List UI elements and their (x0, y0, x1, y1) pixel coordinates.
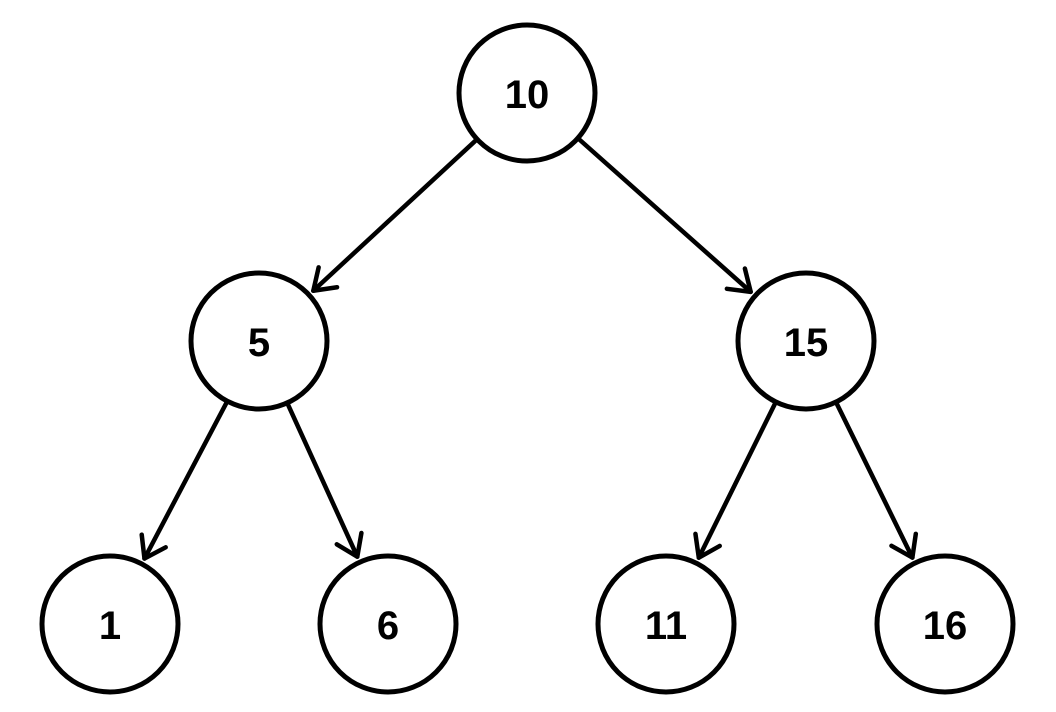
tree-node-15: 15 (735, 270, 877, 412)
node-circle (595, 553, 737, 695)
tree-node-1: 1 (39, 553, 181, 695)
node-label: 15 (784, 321, 829, 365)
node-circle (188, 270, 330, 412)
node-circle (317, 553, 459, 695)
node-circle (39, 553, 181, 695)
edge-line (142, 400, 229, 561)
tree-node-16: 16 (874, 553, 1016, 695)
edge-line (696, 401, 778, 560)
edge-arrow (139, 400, 229, 561)
node-label: 6 (377, 604, 399, 648)
node-label: 16 (923, 604, 968, 648)
node-label: 5 (248, 321, 270, 365)
tree-node-6: 6 (317, 553, 459, 695)
edge-arrow (285, 402, 364, 559)
node-circle (874, 553, 1016, 695)
arrow-head (889, 531, 919, 560)
edge-arrow (577, 137, 753, 295)
arrow-head (724, 266, 753, 295)
edges-layer (139, 137, 919, 561)
edge-arrow (311, 138, 478, 293)
edge-line (311, 138, 478, 293)
edge-arrow (834, 401, 919, 560)
arrow-head (139, 532, 168, 561)
node-circle (735, 270, 877, 412)
edge-line (834, 401, 915, 560)
arrow-head (311, 265, 340, 293)
node-label: 1 (99, 604, 121, 648)
edge-line (285, 402, 360, 559)
arrow-head (693, 531, 722, 560)
arrow-head (334, 530, 364, 559)
tree-node-10: 10 (456, 22, 598, 164)
edge-arrow (693, 401, 778, 560)
node-label: 10 (505, 73, 550, 117)
tree-node-11: 11 (595, 553, 737, 695)
node-circle (456, 22, 598, 164)
node-label: 11 (645, 604, 687, 648)
edge-line (577, 137, 753, 295)
nodes-layer: 10 5 15 1 6 11 16 (39, 22, 1016, 695)
tree-node-5: 5 (188, 270, 330, 412)
